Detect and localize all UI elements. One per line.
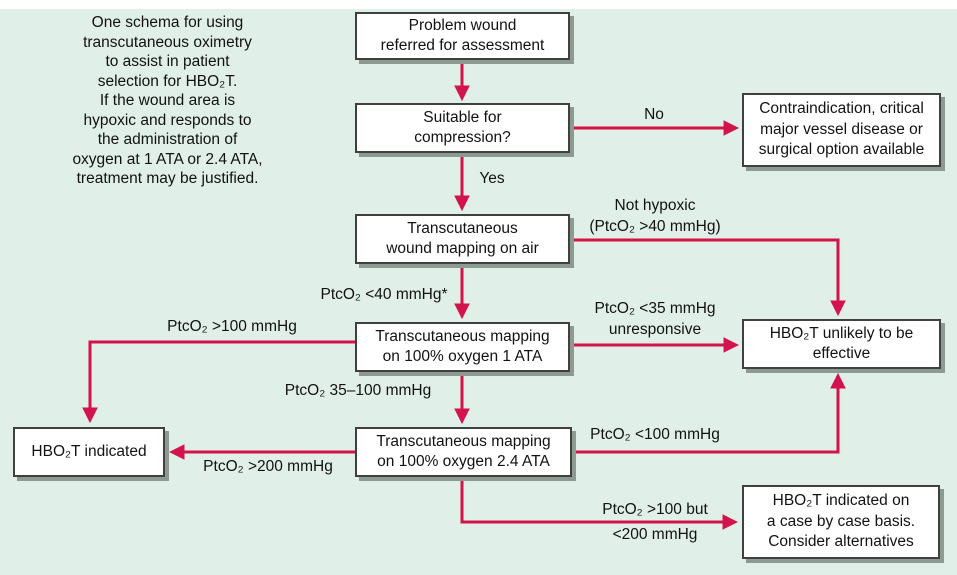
node-hbot-unlikely: HBO₂T unlikely to be effective (742, 319, 941, 369)
top-margin (0, 0, 957, 9)
edge-label-ptco2-35-100: PtcO₂ 35–100 mmHg (284, 382, 432, 399)
edge-label-ptco2-gt100: PtcO₂ >100 mmHg (167, 318, 297, 335)
node-hbot-indicated: HBO₂T indicated (13, 427, 165, 477)
node-suitable-for-compression: Suitable for compression? (355, 103, 570, 153)
edge-24ata-to-case-by-case (460, 477, 739, 530)
edge-label-not-hypoxic: Not hypoxic (PtcO₂ >40 mmHg) (589, 197, 721, 235)
intro-caption: One schema for using transcutaneous oxim… (72, 14, 263, 187)
edge-label-ptco2-gt200: PtcO₂ >200 mmHg (203, 458, 333, 475)
edge-label-ptco2-lt40: PtcO₂ <40 mmHg* (320, 286, 448, 303)
edge-label-ptco2-lt100: PtcO₂ <100 mmHg (590, 426, 720, 443)
node-mapping-1ata: Transcutaneous mapping on 100% oxygen 1 … (355, 322, 570, 372)
node-mapping-24ata: Transcutaneous mapping on 100% oxygen 2.… (355, 427, 572, 477)
node-mapping-24ata-label: Transcutaneous mapping on 100% oxygen 2.… (376, 432, 551, 471)
node-suitable-label: Suitable for compression? (414, 108, 511, 147)
node-hbot-indicated-label: HBO₂T indicated (31, 442, 147, 460)
node-problem-wound-label: Problem wound referred for assessment (380, 16, 545, 55)
edge-label-no: No (644, 106, 664, 123)
edge-label-ptco2-gt100-lt200: PtcO₂ >100 but <200 mmHg (602, 501, 708, 543)
node-problem-wound: Problem wound referred for assessment (355, 12, 570, 60)
node-contraindication-label: Contraindication, critical major vessel … (758, 100, 925, 159)
edge-label-yes: Yes (479, 170, 505, 187)
node-hbot-unlikely-label: HBO₂T unlikely to be effective (769, 324, 914, 363)
node-mapping-on-air-label: Transcutaneous wound mapping on air (386, 219, 539, 258)
node-mapping-1ata-label: Transcutaneous mapping on 100% oxygen 1 … (375, 327, 550, 366)
node-case-by-case-label: HBO₂T indicated on a case by case basis.… (766, 492, 916, 551)
node-case-by-case: HBO₂T indicated on a case by case basis.… (742, 485, 940, 559)
node-mapping-on-air: Transcutaneous wound mapping on air (355, 214, 570, 264)
node-contraindication: Contraindication, critical major vessel … (742, 93, 941, 167)
edge-gt100-to-indicated (82, 340, 355, 424)
edge-label-ptco2-lt35: PtcO₂ <35 mmHg unresponsive (594, 300, 716, 338)
edge-not-hypoxic-to-unlikely (570, 238, 846, 317)
edge-lt100-to-unlikely (572, 372, 846, 454)
